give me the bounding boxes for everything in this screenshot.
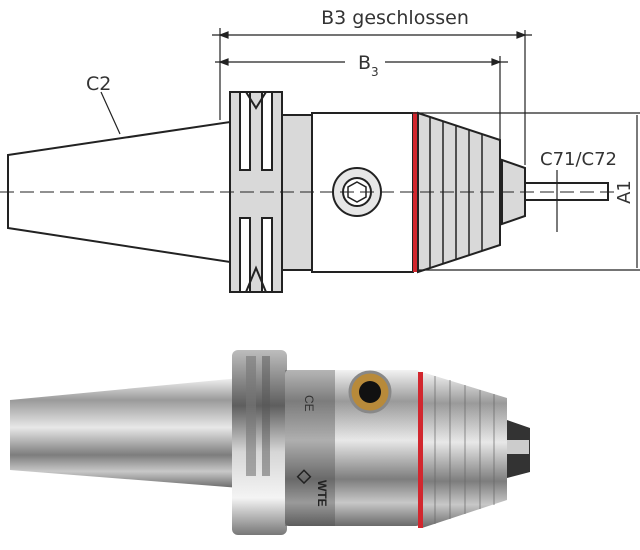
technical-drawing <box>0 91 615 293</box>
flange <box>229 91 283 293</box>
brand-logo: WTE <box>315 480 329 507</box>
photo-chuck-body <box>285 370 420 526</box>
shank-label: C71/C72 <box>540 149 617 170</box>
dimensions <box>100 28 640 271</box>
brand-logo-diamond <box>296 469 312 485</box>
diameter-label: A1 <box>614 180 635 204</box>
photo-taper-cone <box>10 378 240 488</box>
dim-closed-label: B3 geschlossen <box>321 7 469 29</box>
photo-flange <box>232 350 287 535</box>
taper-label: C2 <box>86 73 111 95</box>
product-photo: CE WTE <box>10 350 530 535</box>
photo-red-ring <box>418 372 423 528</box>
dim-b3-label: B3 <box>358 52 379 79</box>
ce-mark: CE <box>302 395 316 412</box>
taper-sleeve <box>417 111 501 274</box>
